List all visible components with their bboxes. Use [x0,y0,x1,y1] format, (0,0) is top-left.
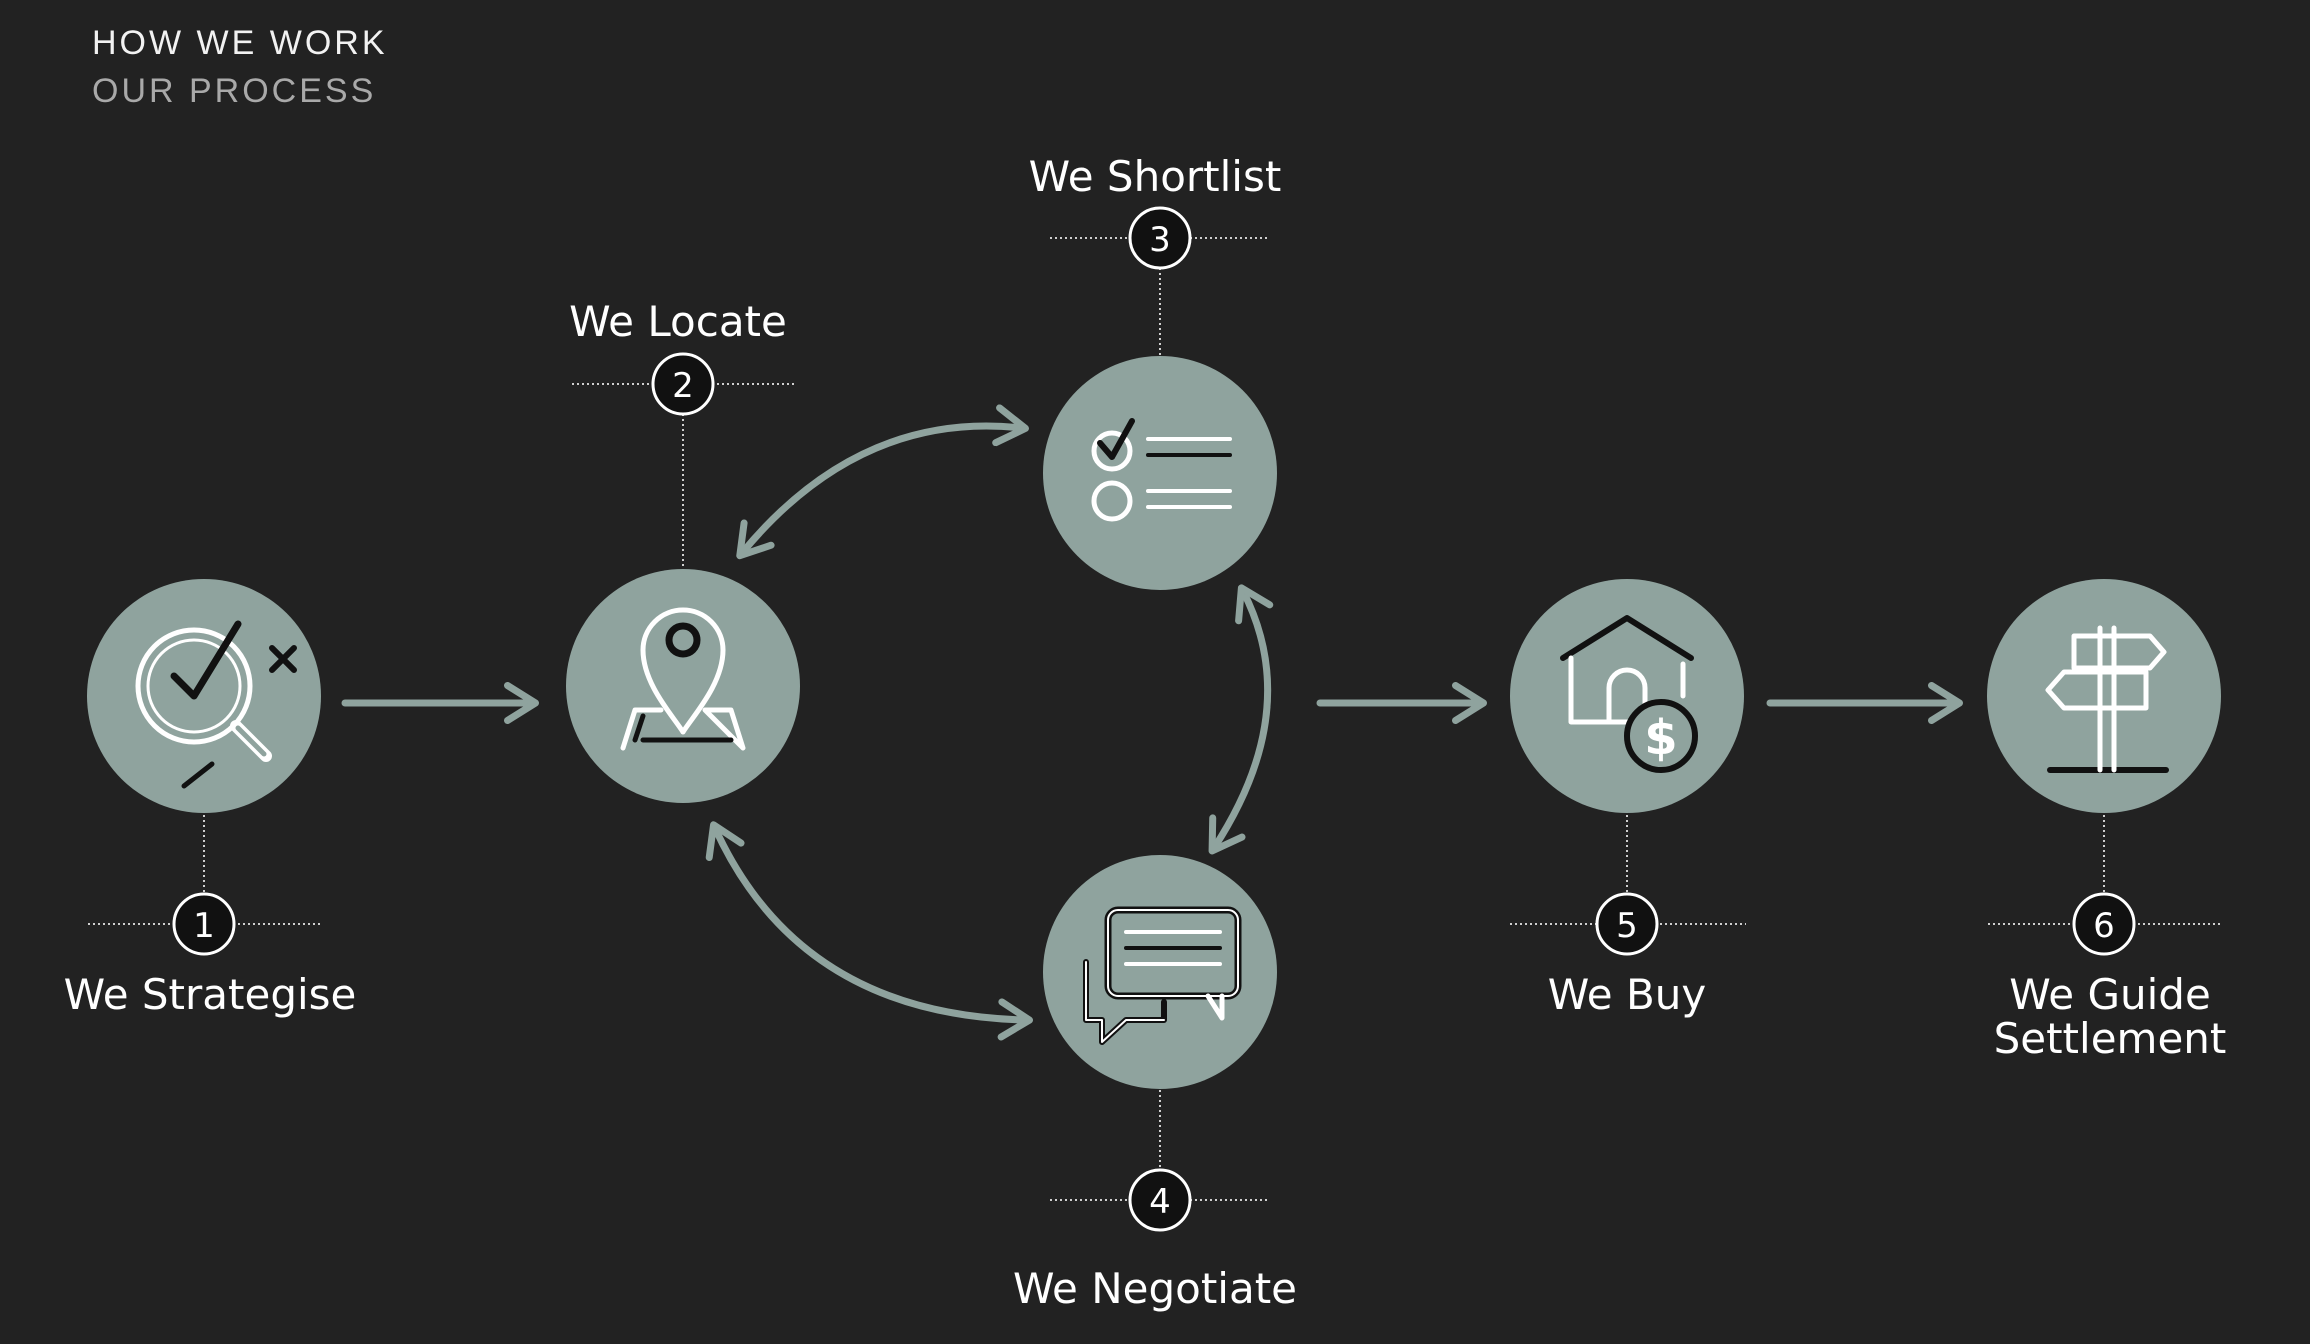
step-5-label: We Buy [1547,970,1707,1019]
signpost-icon [2045,625,2169,773]
arrow-2-to-3 [736,404,1029,560]
step-4-badge: 4 [1128,1168,1192,1232]
house-dollar-icon: $ [1560,615,1698,773]
step-4-number: 4 [1149,1182,1171,1222]
step-3-label: We Shortlist [1028,152,1282,201]
page-title: HOW WE WORK [92,24,388,62]
arrow-4-to-2 [705,821,1033,1041]
step-4-label: We Negotiate [1012,1264,1298,1313]
step-6-badge: 6 [2072,892,2136,956]
step-6-label: We Guide Settlement [1993,970,2227,1063]
step-3-badge: 3 [1128,206,1192,270]
step-2-number: 2 [672,366,694,406]
step-2-circle [566,569,800,803]
svg-text:$: $ [1644,710,1677,766]
page-subtitle: OUR PROCESS [92,72,377,110]
chat-bubbles-icon [1083,906,1242,1045]
checklist-icon [1091,418,1232,522]
step-6-number: 6 [2093,906,2115,946]
magnifier-check-icon [135,620,297,789]
step-5-number: 5 [1616,906,1638,946]
step-3-number: 3 [1149,220,1171,260]
step-6-circle [1987,579,2221,813]
step-2-label: We Locate [569,297,787,346]
step-4-circle [1043,855,1277,1089]
step-3-circle [1043,356,1277,590]
step-1-circle [87,579,321,813]
step-5-circle [1510,579,1744,813]
step-5-badge: 5 [1595,892,1659,956]
page-header: HOW WE WORK OUR PROCESS [92,20,388,116]
step-1-badge: 1 [172,892,236,956]
step-1-number: 1 [193,906,215,946]
map-pin-icon [620,607,746,751]
arrow-3-to-4 [1208,584,1274,855]
step-2-badge: 2 [651,352,715,416]
step-1-label: We Strategise [63,970,357,1019]
